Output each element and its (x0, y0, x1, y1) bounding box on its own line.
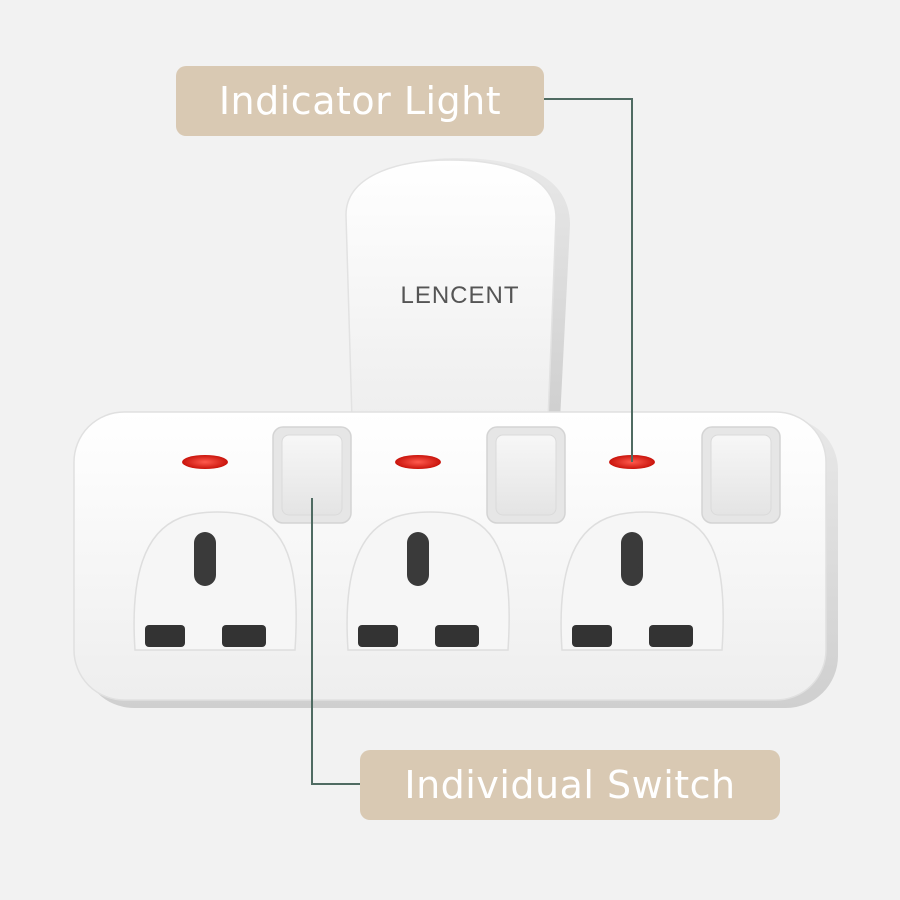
indicator-leader-line (544, 98, 633, 462)
outlet-1 (133, 511, 297, 651)
plug-head (345, 158, 570, 421)
outlet-3 (560, 511, 724, 651)
indicator-light-label: Indicator Light (218, 79, 502, 123)
switch-leader-line (311, 498, 360, 785)
outlets (133, 511, 724, 651)
individual-switch-callout: Individual Switch (360, 750, 780, 820)
brand-logo: LENCENT (400, 282, 519, 309)
indicator-light-1 (182, 455, 228, 469)
switch-2[interactable] (486, 426, 566, 524)
indicator-light-2 (395, 455, 441, 469)
leader-lines (311, 98, 633, 785)
indicator-light-callout: Indicator Light (176, 66, 544, 136)
switches (272, 426, 781, 524)
switch-1[interactable] (272, 426, 352, 524)
switch-3[interactable] (701, 426, 781, 524)
individual-switch-label: Individual Switch (404, 763, 736, 807)
outlet-2 (346, 511, 510, 651)
